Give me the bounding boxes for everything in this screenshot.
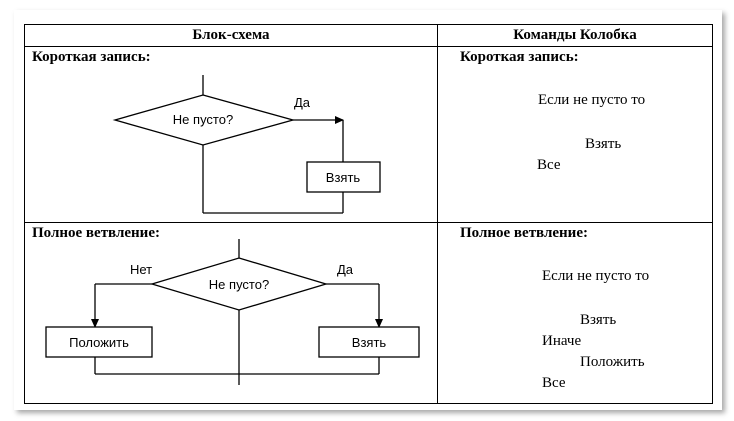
comparison-table: Блок-схема Команды Колобка Короткая запи… [24,24,713,404]
header-flowchart: Блок-схема [24,24,438,47]
yes-label: Да [294,95,311,110]
no-action-box [45,326,153,358]
condition-label: Не пусто? [173,112,233,127]
command-line: Взять [585,136,622,152]
no-action-label: Положить [69,335,129,350]
command-line: Если не пусто то [542,268,650,284]
command-line: Взять [580,312,617,328]
no-label: Нет [130,262,152,277]
short-flowchart-cell: Короткая запись: Не пусто? Да Взять [24,46,438,223]
header-commands: Команды Колобка [437,24,713,47]
yes-label: Да [337,262,354,277]
full-flowchart: Не пусто? Нет Положить Да Взять [45,239,420,385]
full-commands-cell: Полное ветвление: Если не пусто то Взять… [437,222,713,404]
yes-action-label: Взять [352,335,387,350]
command-line: Все [542,375,566,391]
action-label: Взять [326,170,361,185]
full-commands-title: Полное ветвление: [460,225,588,241]
short-commands-title: Короткая запись: [460,49,579,65]
short-section-title: Короткая запись: [32,49,151,65]
short-flowchart: Не пусто? Да Взять [112,75,381,214]
command-line: Положить [580,354,645,370]
condition-label: Не пусто? [209,277,269,292]
command-line: Иначе [542,333,582,349]
command-line: Все [537,157,561,173]
command-line: Если не пусто то [538,92,646,108]
full-section-title: Полное ветвление: [32,225,160,241]
yes-action-box [318,326,420,358]
short-commands-cell: Короткая запись: Если не пусто то Взять … [437,46,713,223]
full-flowchart-cell: Полное ветвление: Не пусто? Нет Положить… [24,222,438,404]
